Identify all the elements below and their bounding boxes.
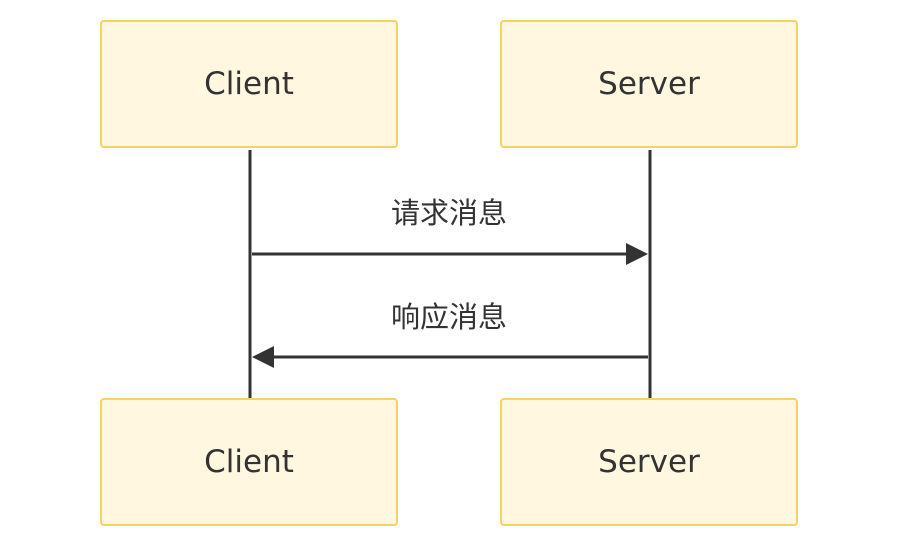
response-message-label: 响应消息 bbox=[390, 300, 507, 334]
response-arrow bbox=[252, 346, 648, 368]
client-bottom-label: Client bbox=[204, 444, 294, 480]
server-bottom-box: Server bbox=[500, 398, 798, 526]
request-arrow bbox=[252, 243, 648, 265]
server-bottom-label: Server bbox=[598, 444, 700, 480]
client-top-box: Client bbox=[100, 20, 398, 148]
server-top-box: Server bbox=[500, 20, 798, 148]
client-bottom-box: Client bbox=[100, 398, 398, 526]
request-message-label: 请求消息 bbox=[390, 196, 507, 230]
server-top-label: Server bbox=[598, 66, 700, 102]
client-top-label: Client bbox=[204, 66, 294, 102]
